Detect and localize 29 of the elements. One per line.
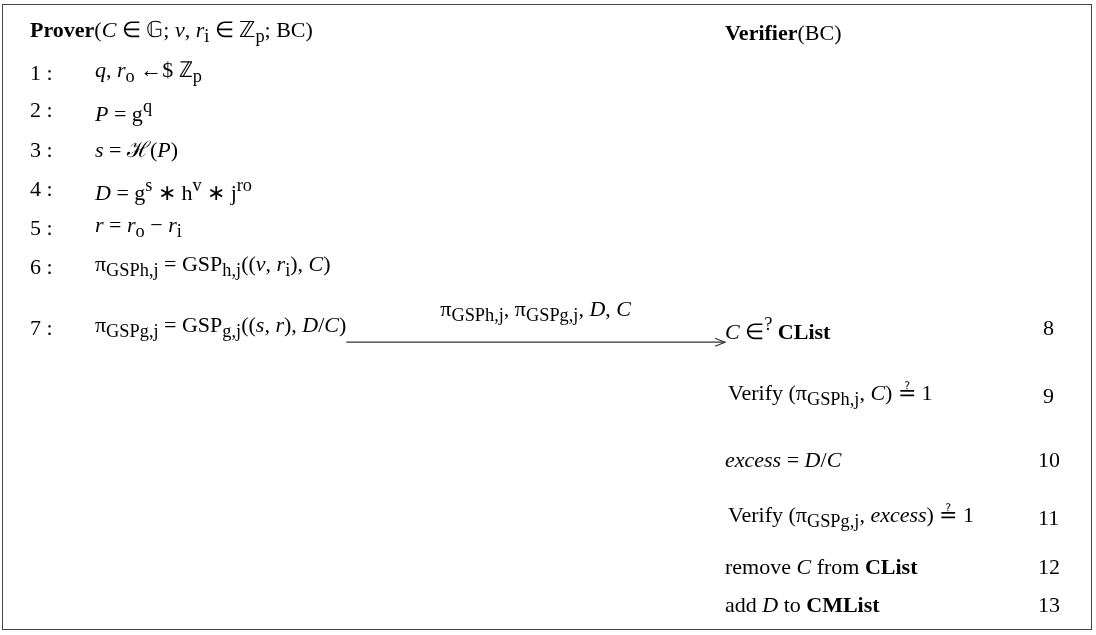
step-formula: P = g$^{q}$	[95, 95, 153, 128]
step-number: 13	[1038, 591, 1060, 619]
step-number: 8	[1043, 314, 1054, 342]
step-formula: π$_{GSPh,j}$ = GSP$_{h,j}$((v, r$_{i}$), C)	[95, 249, 331, 283]
step-formula: excess = D/C	[725, 446, 842, 474]
step-formula: Verify (π$_{GSPh,j}$, C) ≟ 1	[728, 378, 933, 412]
step-number: 10	[1038, 446, 1060, 474]
step-formula: add D to CMList	[725, 591, 880, 619]
step-formula: π$_{GSPg,j}$ = GSP$_{g,j}$((s, r), D/C)	[95, 309, 347, 347]
step-number: 9	[1043, 382, 1054, 410]
party-heading: Prover(C ∈ 𝔾; v, r$_{i}$ ∈ ℤ$_{p}$; BC)	[30, 15, 313, 49]
step-formula: s = ℋ(P)	[95, 136, 179, 164]
step-number: 5 :	[30, 214, 53, 242]
step-formula: C ∈$^{?}$ CList	[725, 309, 831, 347]
step-number: 3 :	[30, 136, 53, 164]
step-number: 6 :	[30, 253, 53, 281]
step-number: 1 :	[30, 59, 53, 87]
step-formula: Verify (π$_{GSPg,j}$, excess) ≟ 1	[728, 500, 974, 534]
step-number: 12	[1038, 553, 1060, 581]
party-heading: Verifier(BC)	[725, 19, 842, 47]
step-formula: remove C from CList	[725, 553, 918, 581]
step-formula: r = r$_{o}$ − r$_{i}$	[95, 210, 182, 244]
step-number: 4 :	[30, 175, 53, 203]
step-number: 11	[1038, 504, 1060, 532]
message-arrow	[345, 337, 726, 347]
step-number: 2 :	[30, 96, 53, 124]
step-number: 7 :	[30, 314, 53, 342]
step-formula: D = g$^{s}$ ∗ h$^{v}$ ∗ j$^{ro}$	[95, 174, 253, 207]
step-formula: q, r$_{o}$ ←$ ℤ$_{p}$	[95, 55, 202, 89]
